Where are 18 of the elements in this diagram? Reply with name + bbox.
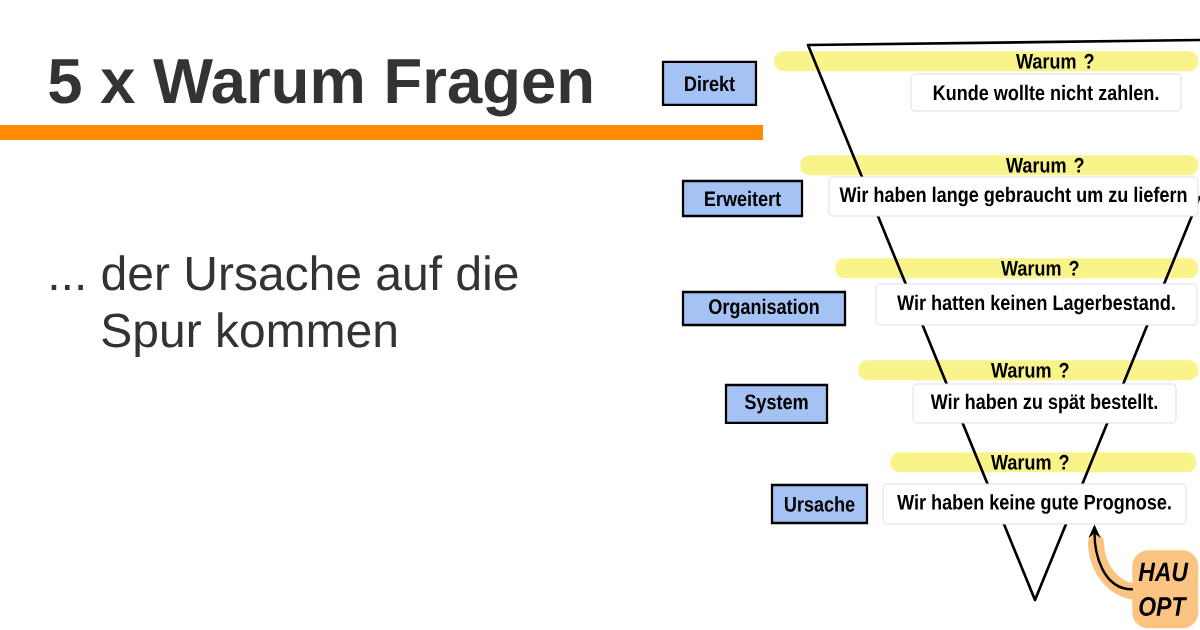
level-tag: System	[724, 383, 829, 425]
highlight-band: Warum ?	[890, 452, 1197, 473]
level-tag: Erweitert	[681, 179, 804, 218]
highlight-band: Warum ?	[800, 155, 1199, 176]
highlight-band: Warum ?	[835, 258, 1199, 279]
level-tag: Organisation	[681, 290, 847, 327]
title: 5 x Warum Fragen	[49, 59, 592, 117]
highlight-band: Warum ?	[774, 51, 1199, 72]
level-tag: Ursache	[770, 483, 869, 525]
answer-card: Kunde wollte nicht zahlen.	[910, 73, 1182, 112]
subtitle: ... der Ursache auf die Spur kommen	[51, 255, 518, 357]
sticky-note: HAU OPT	[1132, 550, 1199, 629]
answer-card: Wir haben zu spät bestellt.	[912, 383, 1177, 424]
level-tag: Direkt	[661, 60, 758, 107]
answer-card: Wir haben keine gute Prognose.	[882, 483, 1187, 525]
answer-card: Wir haben lange gebraucht um zu liefern	[828, 176, 1199, 217]
highlight-band: Warum ?	[858, 360, 1199, 381]
answer-card: Wir hatten keinen Lagerbestand.	[875, 283, 1198, 326]
